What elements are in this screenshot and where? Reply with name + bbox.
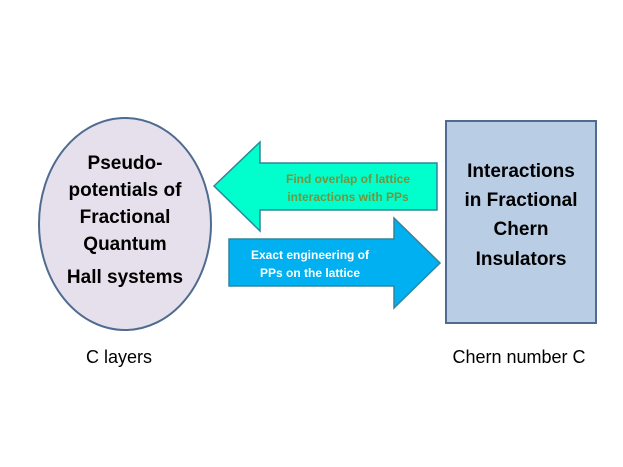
overlap-arrow-line-1: Find overlap of lattice — [286, 172, 410, 186]
pseudopotentials-line-2: potentials of — [69, 180, 183, 201]
pseudopotentials-ellipse — [38, 117, 212, 331]
chern-insulators-line-3: Chern — [494, 219, 549, 240]
engineering-arrow-line-2: PPs on the lattice — [260, 266, 360, 280]
chern-insulators-line-1: Interactions — [467, 161, 575, 182]
pseudopotentials-line-1: Pseudo- — [88, 153, 163, 174]
engineering-arrow-shape — [228, 216, 442, 310]
overlap-arrow: Find overlap of lattice interactions wit… — [212, 140, 438, 233]
pseudopotentials-node: Pseudo- potentials of Fractional Quantum… — [38, 117, 212, 331]
engineering-arrow-line-1: Exact engineering of — [251, 248, 370, 262]
overlap-arrow-shape — [212, 140, 438, 233]
pseudopotentials-line-3: Fractional — [80, 207, 171, 228]
c-layers-caption: C layers — [86, 347, 152, 367]
chern-insulators-node: Interactions in Fractional Chern Insulat… — [445, 120, 597, 324]
chern-insulators-box — [445, 120, 597, 324]
chern-number-caption: Chern number C — [452, 347, 585, 367]
chern-insulators-line-4: Insulators — [476, 249, 567, 270]
pseudopotentials-line-5: Hall systems — [67, 267, 183, 288]
overlap-arrow-line-2: interactions with PPs — [287, 190, 409, 204]
pseudopotentials-line-4: Quantum — [83, 234, 166, 255]
chern-insulators-line-2: in Fractional — [465, 190, 578, 211]
engineering-arrow: Exact engineering of PPs on the lattice — [228, 216, 442, 310]
